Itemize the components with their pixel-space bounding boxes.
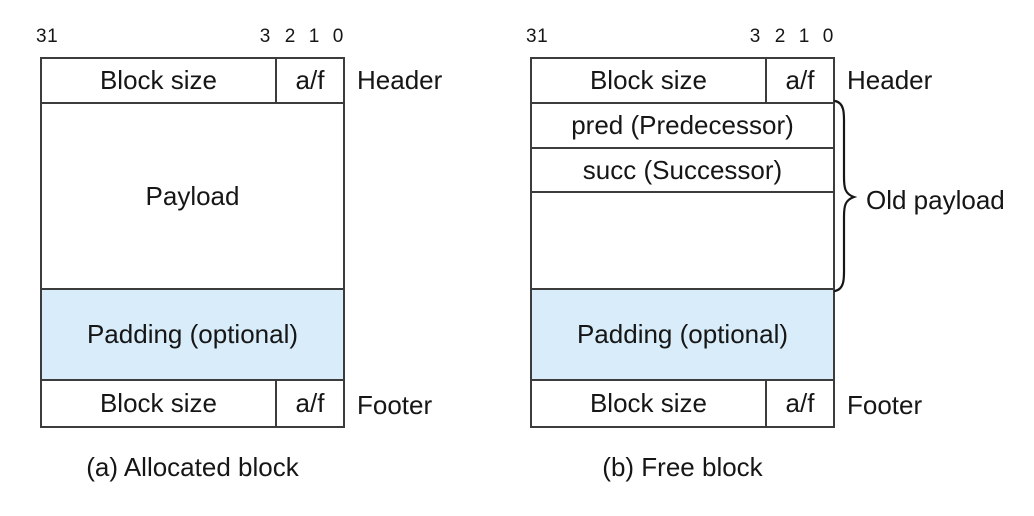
bit-label-0: 0: [822, 26, 834, 47]
allocated-block-diagram: Block size a/f Payload Padding (optional…: [40, 57, 345, 428]
bit-label-31: 31: [526, 26, 549, 47]
allocated-payload-cell: Payload: [42, 104, 343, 290]
free-succ-cell: succ (Successor): [532, 149, 833, 193]
free-footer-block-size: Block size: [589, 388, 708, 418]
allocated-footer-row: Block size a/f: [42, 381, 343, 426]
old-payload-label: Old payload: [866, 184, 1005, 215]
allocated-header-row: Block size a/f: [42, 59, 343, 104]
free-header-label: Header: [847, 64, 933, 95]
free-footer-af-flag: a/f: [765, 381, 833, 426]
bit-label-1: 1: [308, 26, 320, 47]
bit-label-31: 31: [36, 26, 59, 47]
bit-label-2: 2: [284, 26, 296, 47]
allocated-header-af-flag: a/f: [275, 59, 343, 102]
bit-label-3: 3: [259, 26, 271, 47]
allocated-footer-label: Footer: [357, 390, 433, 420]
bit-label-0: 0: [332, 26, 344, 47]
free-footer-row: Block size a/f: [532, 381, 833, 426]
allocated-footer-block-size: Block size: [99, 388, 218, 418]
old-payload-brace-icon: [833, 99, 857, 293]
free-footer-label: Footer: [847, 390, 923, 420]
allocated-padding-cell: Padding (optional): [42, 290, 343, 381]
free-header-af-flag: a/f: [765, 59, 833, 102]
free-block-diagram: Block size a/f pred (Predecessor) succ (…: [530, 57, 835, 428]
free-header-block-size: Block size: [589, 65, 708, 95]
allocated-header-block-size: Block size: [99, 65, 218, 95]
bit-label-3: 3: [749, 26, 761, 47]
bit-label-2: 2: [774, 26, 786, 47]
free-padding-cell: Padding (optional): [532, 290, 833, 381]
free-pred-cell: pred (Predecessor): [532, 104, 833, 149]
allocated-header-label: Header: [357, 64, 443, 95]
caption-allocated-block: (a) Allocated block: [86, 452, 299, 482]
bit-label-1: 1: [798, 26, 810, 47]
caption-free-block: (b) Free block: [602, 452, 763, 482]
allocated-footer-af-flag: a/f: [275, 381, 343, 426]
free-header-row: Block size a/f: [532, 59, 833, 104]
free-old-payload-empty-cell: [532, 193, 833, 290]
